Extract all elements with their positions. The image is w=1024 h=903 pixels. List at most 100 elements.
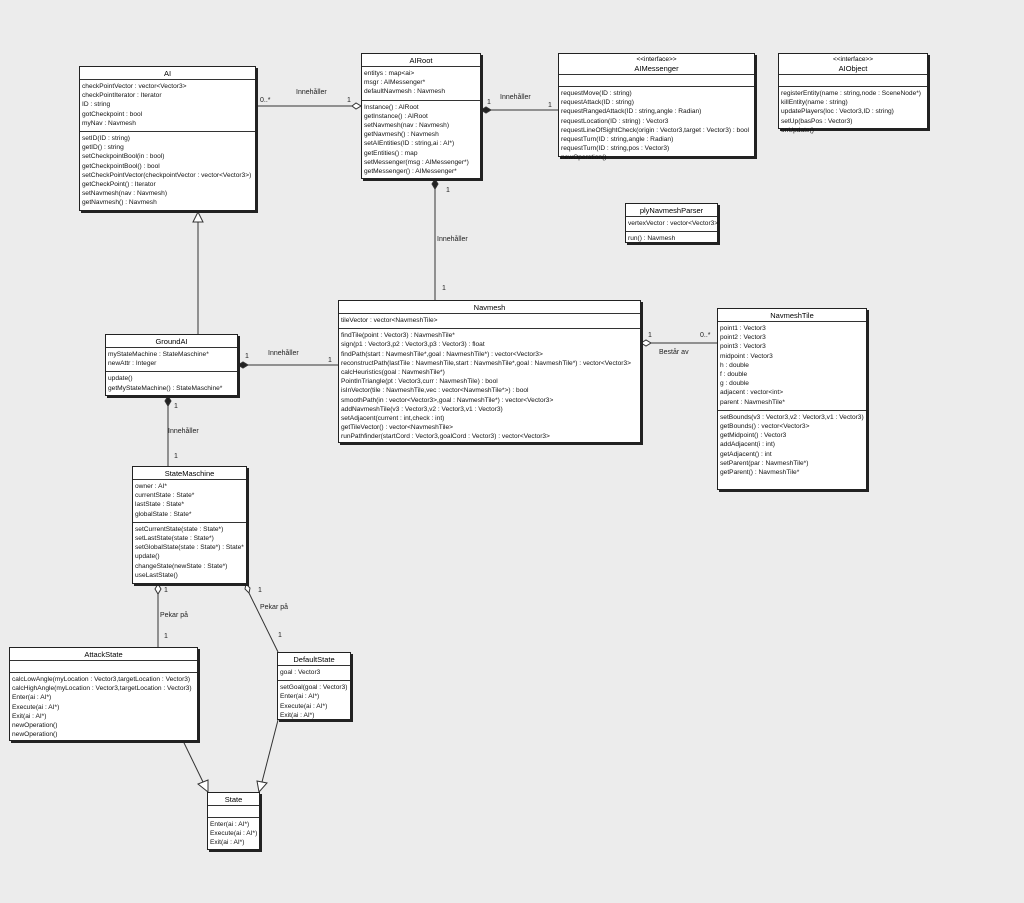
label-groundai-sm: Innehåller — [168, 427, 199, 435]
attributes — [208, 806, 259, 818]
mult-sm-default-a: 1 — [258, 587, 262, 594]
mult-ai-airoot-b: 1 — [347, 97, 351, 104]
attribute: goal : Vector3 — [280, 669, 321, 676]
class-name: NavmeshTile — [718, 309, 866, 322]
operations: findTile(point : Vector3) : NavmeshTile*… — [339, 329, 640, 444]
class-defaultstate[interactable]: DefaultState goal : Vector3 setGoal(goal… — [277, 652, 351, 720]
operations: update() getMyStateMachine() : StateMasc… — [106, 372, 237, 395]
attribute: f : double — [720, 371, 748, 379]
operation: requestTurn(ID : string,angle : Radian) — [561, 136, 674, 144]
attribute: lastState : State* — [135, 501, 185, 509]
attribute: globalState : State* — [135, 510, 192, 518]
operation: setID(ID : string) — [82, 135, 130, 143]
attributes — [559, 75, 754, 87]
stereotype: <<interface>> — [832, 56, 874, 63]
attribute: msgr : AIMessenger* — [364, 79, 426, 87]
operation: reconstructPath(lastTile : NavmeshTile,s… — [341, 359, 631, 367]
operation: Execute(ai : AI*) — [12, 703, 60, 711]
operation: calcHeuristics(goal : NavmeshTile*) — [341, 369, 445, 377]
class-name: GroundAI — [106, 335, 237, 348]
operation: getInstance() : AIRoot — [364, 112, 428, 120]
class-navmesh[interactable]: Navmesh tileVector : vector<NavmeshTile>… — [338, 300, 641, 443]
operation: setBounds(v3 : Vector3,v2 : Vector3,v1 :… — [720, 413, 864, 421]
mult-airoot-messenger-b: 1 — [548, 102, 552, 109]
operation: newOperation() — [561, 154, 607, 162]
operation: findTile(point : Vector3) : NavmeshTile* — [341, 332, 455, 340]
composition-diamond — [237, 361, 249, 369]
operation: update() — [108, 375, 133, 383]
composition-diamond — [164, 395, 172, 407]
attribute: gotCheckpoint : bool — [82, 110, 143, 118]
operation: Execute(ai : AI*) — [210, 830, 258, 838]
class-navmeshtile[interactable]: NavmeshTile point1 : Vector3 point2 : Ve… — [717, 308, 867, 490]
operation: getEntities() : map — [364, 149, 418, 157]
mult-groundai-sm-b: 1 — [174, 453, 178, 460]
operation: requestRangedAttack(ID : string,angle : … — [561, 108, 702, 116]
attributes: vertexVector : vector<Vector3> — [626, 217, 719, 233]
operation: setMessenger(msg : AIMessenger*) — [364, 158, 469, 166]
class-plynavmeshparser[interactable]: plyNavmeshParser vertexVector : vector<V… — [625, 203, 718, 243]
mult-navmesh-tile-a: 1 — [648, 332, 652, 339]
class-airoot[interactable]: AIRoot entitys : map<ai> msgr : AIMessen… — [361, 53, 481, 179]
attributes: owner : AI* currentState : State* lastSt… — [133, 480, 246, 523]
operation: findPath(start : NavmeshTile*,goal : Nav… — [341, 350, 543, 358]
class-name: DefaultState — [278, 653, 350, 666]
operation: setAdjacent(current : int,check : int) — [341, 415, 445, 423]
operation: getID() : string — [82, 144, 124, 152]
attributes: tileVector : vector<NavmeshTile> — [339, 314, 640, 330]
operation: isInVector(tile : NavmeshTile,vec : vect… — [341, 387, 529, 395]
attribute: vertexVector : vector<Vector3> — [628, 220, 719, 227]
class-attackstate[interactable]: AttackState calcLowAngle(myLocation : Ve… — [9, 647, 198, 741]
class-aiobject[interactable]: <<interface>> AIObject registerEntity(na… — [778, 53, 928, 134]
operation: setCheckpointBool(in : bool) — [82, 153, 165, 161]
operation: update() — [135, 553, 160, 561]
class-aimessenger[interactable]: <<interface>> AIMessenger requestMove(ID… — [558, 53, 755, 161]
operation: getNavmesh() : Navmesh — [364, 131, 439, 139]
attributes: point1 : Vector3 point2 : Vector3 point3… — [718, 322, 866, 411]
operation: setCheckPointVector(checkpointVector : v… — [82, 171, 252, 179]
edge-sm-default — [248, 592, 279, 653]
class-statemaschine[interactable]: StateMaschine owner : AI* currentState :… — [132, 466, 247, 584]
class-ai[interactable]: AI checkPointVector : vector<Vector3> ch… — [79, 66, 256, 211]
operation: setNavmesh(nav : Navmesh) — [364, 122, 450, 130]
class-title: AIObject — [838, 64, 868, 73]
operation: runPathfinder(startCord : Vector3,goalCo… — [341, 433, 550, 441]
operation: getBounds() : vector<Vector3> — [720, 423, 810, 431]
operation: getMyStateMachine() : StateMaschine* — [108, 384, 223, 392]
label-sm-attack: Pekar på — [160, 611, 188, 619]
operation: Exit(ai : AI*) — [280, 711, 315, 719]
operations: Enter(ai : AI*) Execute(ai : AI*) Exit(a… — [208, 818, 259, 851]
operation: useLastState() — [135, 571, 178, 579]
operation: requestTurn(ID : string,pos : Vector3) — [561, 145, 670, 153]
attribute: point1 : Vector3 — [720, 325, 766, 332]
operations: setBounds(v3 : Vector3,v2 : Vector3,v1 :… — [718, 411, 866, 480]
attribute: myNav : Navmesh — [82, 119, 136, 127]
class-state[interactable]: State Enter(ai : AI*) Execute(ai : AI*) … — [207, 792, 260, 850]
operation: Exit(ai : AI*) — [12, 712, 47, 720]
operations: requestMove(ID : string) requestAttack(I… — [559, 87, 754, 166]
class-name: Navmesh — [339, 301, 640, 314]
mult-groundai-sm-a: 1 — [174, 403, 178, 410]
operation: setCurrentState(state : State*) — [135, 525, 224, 533]
class-groundai[interactable]: GroundAI myStateMachine : StateMaschine*… — [105, 334, 238, 396]
inheritance-arrow — [197, 779, 209, 794]
operation: updatePlayers(loc : Vector3,ID : string) — [781, 108, 894, 116]
edge-default-state — [261, 719, 279, 783]
class-name: StateMaschine — [133, 467, 246, 480]
attribute: point2 : Vector3 — [720, 334, 766, 342]
attribute: entitys : map<ai> — [364, 70, 415, 77]
operations: Instance() : AIRoot getInstance() : AIRo… — [362, 101, 480, 180]
inheritance-arrow — [192, 210, 204, 223]
mult-sm-default-b: 1 — [278, 632, 282, 639]
aggregation-diamond — [154, 583, 162, 595]
mult-groundai-navmesh-a: 1 — [245, 353, 249, 360]
operation: setParent(par : NavmeshTile*) — [720, 459, 809, 467]
operation: getCheckPoint() : Iterator — [82, 181, 156, 189]
operation: run() : Navmesh — [628, 235, 676, 243]
class-name: AttackState — [10, 648, 197, 661]
operation: onUpdate() — [781, 126, 814, 134]
mult-airoot-messenger-a: 1 — [487, 99, 491, 106]
operation: requestAttack(ID : string) — [561, 99, 634, 107]
operation: setGlobalState(state : State*) : State* — [135, 544, 244, 552]
